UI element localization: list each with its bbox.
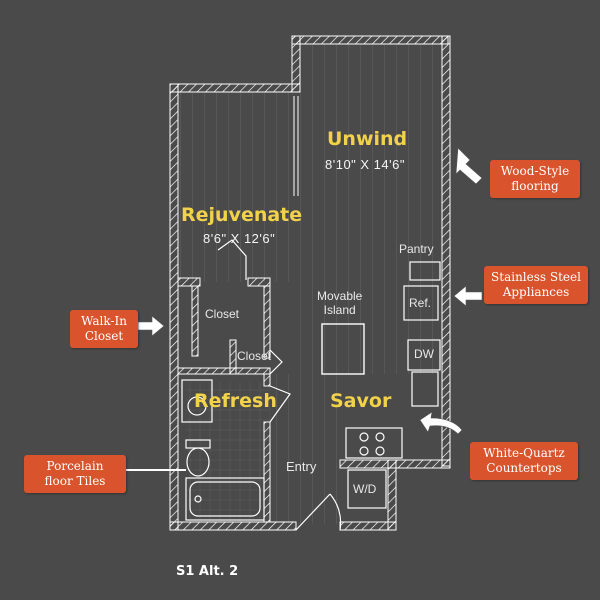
room-name-unwind: Unwind <box>327 128 408 150</box>
movable-island <box>321 323 365 375</box>
callout-closet-line1: Walk-In <box>81 314 127 328</box>
window <box>293 96 299 196</box>
pantry-label: Pantry <box>399 242 434 256</box>
dishwasher-label: DW <box>414 347 434 361</box>
callout-wood-line1: Wood-Style <box>500 164 570 178</box>
room-name-refresh: Refresh <box>194 390 277 412</box>
kitchen-counter <box>345 261 441 459</box>
callout-tiles-line2: floor Tiles <box>44 474 106 488</box>
bathroom-fixtures <box>181 379 265 521</box>
washer-dryer <box>347 469 387 509</box>
callout-tiles-line1: Porcelain <box>46 459 104 473</box>
closet-doors <box>217 239 283 375</box>
island-label: Movable Island <box>317 289 362 317</box>
room-dims-unwind: 8'10" X 14'6" <box>325 157 405 172</box>
callout-steel-line2: Appliances <box>502 285 570 299</box>
exterior-walls <box>169 35 451 531</box>
interior-walls <box>177 277 271 523</box>
room-name-rejuvenate: Rejuvenate <box>181 204 303 226</box>
callout-quartz-line1: White-Quartz <box>483 446 565 460</box>
callout-quartz-countertops: White-Quartz Countertops <box>470 442 578 480</box>
flooring <box>178 44 442 524</box>
closet-label-walk-in: Closet <box>205 307 240 321</box>
island-label-line2: Island <box>323 303 356 317</box>
callout-porcelain-tiles: Porcelain floor Tiles <box>24 455 126 493</box>
callout-closet-line2: Closet <box>84 329 124 343</box>
callout-steel-line1: Stainless Steel <box>491 270 581 284</box>
island-label-line1: Movable <box>317 289 363 303</box>
ref-label: Ref. <box>409 296 432 310</box>
callout-walk-in-closet: Walk-In Closet <box>70 310 138 348</box>
entry-door <box>269 385 342 531</box>
closet-label-small: Closet <box>237 349 272 363</box>
unit-name: S1 Alt. 2 <box>176 564 239 579</box>
room-dims-rejuvenate: 8'6" X 12'6" <box>203 231 276 246</box>
callout-wood-line2: flooring <box>511 179 559 193</box>
callout-quartz-line2: Countertops <box>486 461 562 475</box>
washer-dryer-label: W/D <box>353 482 377 496</box>
room-name-savor: Savor <box>330 390 392 412</box>
arrow-icon <box>137 147 483 435</box>
entry-label: Entry <box>286 459 317 474</box>
callout-stainless-appliances: Stainless Steel Appliances <box>484 266 588 304</box>
callout-wood-flooring: Wood-Style flooring <box>490 160 580 198</box>
